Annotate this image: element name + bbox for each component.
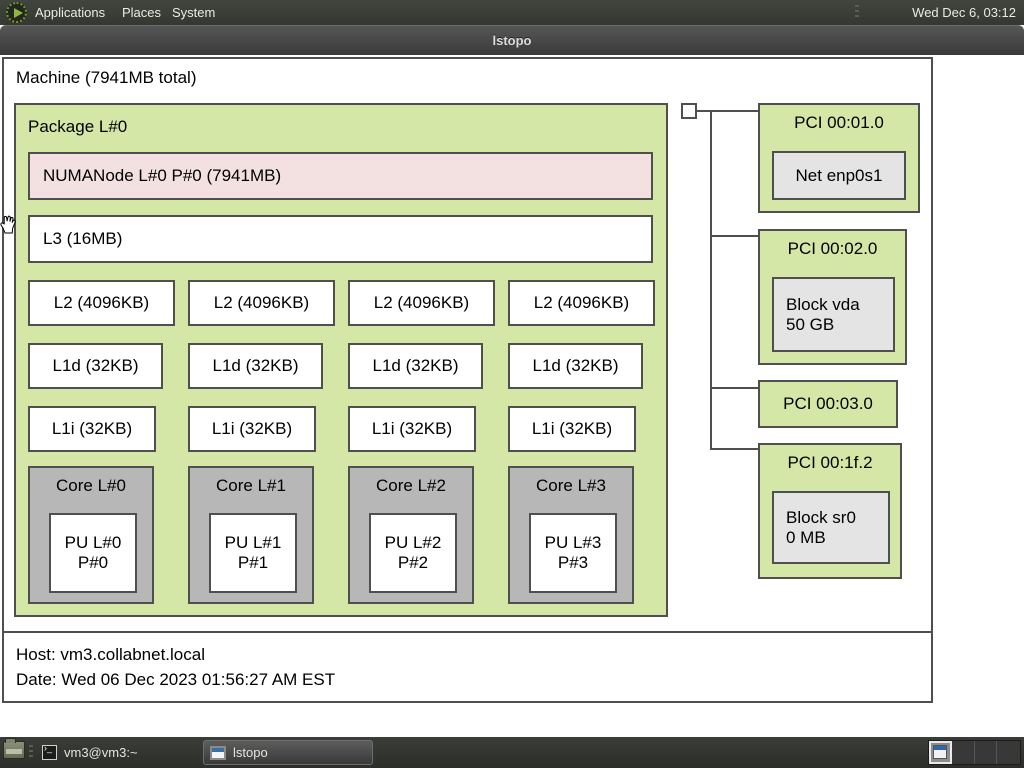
pu-pindex: P#0 [77,553,109,572]
core-box: Core L#2 PU L#2 P#2 [348,466,474,604]
pu-box: PU L#0 P#0 [49,513,137,593]
logo-arrow-icon [13,7,23,18]
machine-label: Machine (7941MB total) [16,68,197,87]
pci-device-box: PCI 00:1f.2 Block sr0 0 MB [758,443,902,579]
clock-applet[interactable]: Wed Dec 6, 03:12 [912,5,1016,20]
menu-system[interactable]: System [172,5,216,20]
core-label: Core L#3 [536,476,606,495]
l1d-cache-box: L1d (32KB) [348,343,483,389]
pci-label: PCI 00:1f.2 [787,453,873,472]
pci-device-box: PCI 00:03.0 [758,380,898,428]
l2-cache-box: L2 (4096KB) [188,280,335,326]
pci-link-line [697,110,758,112]
mouse-hand-cursor [0,215,17,239]
tasklist-handle[interactable] [29,745,33,760]
pu-label: PU L#3 [544,533,602,552]
window-titlebar: lstopo [0,25,1024,55]
pu-pindex: P#2 [397,553,429,572]
pu-pindex: P#3 [557,553,589,572]
bottom-panel: vm3@vm3:~ lstopo [0,737,1024,768]
lstopo-window-icon [210,745,226,760]
core-box: Core L#1 PU L#1 P#1 [188,466,314,604]
l3-cache-box: L3 (16MB) [28,215,653,263]
taskbar-item-label: lstopo [233,745,268,760]
taskbar-item-lstopo[interactable]: lstopo [203,740,373,765]
pci-trunk-line [710,110,712,450]
distro-menu-icon[interactable] [6,2,27,23]
l1i-cache-box: L1i (32KB) [188,406,316,452]
block-device-size: 50 GB [786,314,835,334]
block-device-box: Block vda 50 GB [772,277,895,352]
menu-places[interactable]: Places [122,5,162,20]
pci-label: PCI 00:01.0 [794,113,884,132]
terminal-icon [42,743,57,760]
package-label: Package L#0 [28,117,128,136]
pu-box: PU L#1 P#1 [209,513,297,593]
core-label: Core L#0 [56,476,126,495]
l2-cache-box: L2 (4096KB) [28,280,175,326]
l1i-cache-box: L1i (32KB) [348,406,476,452]
pu-box: PU L#3 P#3 [529,513,617,593]
l1d-cache-box: L1d (32KB) [508,343,643,389]
core-label: Core L#2 [376,476,446,495]
pci-bridge-connector [681,103,697,119]
pu-label: PU L#2 [384,533,442,552]
block-device-name: Block sr0 [786,507,856,527]
legend-host: Host: vm3.collabnet.local [16,645,205,664]
core-label: Core L#1 [216,476,286,495]
workspace-2[interactable] [951,741,975,764]
pu-box: PU L#2 P#2 [369,513,457,593]
l1d-cache-box: L1d (32KB) [28,343,163,389]
l2-cache-box: L2 (4096KB) [508,280,655,326]
taskbar-item-terminal[interactable]: vm3@vm3:~ [36,740,196,765]
menu-applications[interactable]: Applications [35,5,106,20]
panel-applet-handle[interactable] [855,5,859,20]
pci-link-line [710,387,758,389]
workspace-1[interactable] [929,741,952,764]
l1i-cache-box: L1i (32KB) [508,406,636,452]
pu-label: PU L#0 [64,533,122,552]
block-device-size: 0 MB [786,527,826,547]
pu-label: PU L#1 [224,533,282,552]
l1i-cache-box: L1i (32KB) [28,406,156,452]
pci-label: PCI 00:02.0 [787,239,878,258]
legend-box [2,631,933,703]
l2-cache-box: L2 (4096KB) [348,280,495,326]
block-device-box: Block sr0 0 MB [772,491,890,564]
block-device-name: Block vda [786,294,860,314]
legend-date: Date: Wed 06 Dec 2023 01:56:27 AM EST [16,670,336,689]
core-box: Core L#3 PU L#3 P#3 [508,466,634,604]
window-title: lstopo [492,33,532,48]
pci-link-line [710,448,758,450]
workspace-switcher [928,740,1021,765]
pci-device-box: PCI 00:01.0 Net enp0s1 [758,103,920,213]
pci-link-line [710,235,758,237]
pci-device-box: PCI 00:02.0 Block vda 50 GB [758,229,907,365]
top-panel: Applications Places System Wed Dec 6, 03… [0,0,1024,25]
numanode-box: NUMANode L#0 P#0 (7941MB) [28,152,653,200]
taskbar-item-label: vm3@vm3:~ [64,745,138,760]
workspace-window-thumbnail [933,745,947,759]
workspace-4[interactable] [997,741,1020,764]
pu-pindex: P#1 [237,553,269,572]
workspace-3[interactable] [974,741,998,764]
folder-band [6,749,22,754]
net-device-box: Net enp0s1 [772,151,906,200]
file-manager-icon[interactable] [3,738,25,759]
core-box: Core L#0 PU L#0 P#0 [28,466,154,604]
l1d-cache-box: L1d (32KB) [188,343,323,389]
